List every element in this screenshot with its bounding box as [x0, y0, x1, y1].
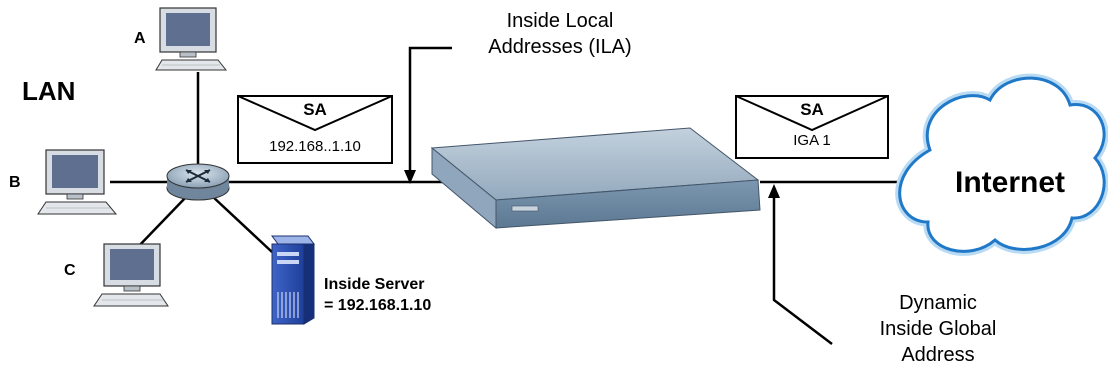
- host-b-label: B: [9, 174, 21, 191]
- left-packet-envelope: [237, 95, 393, 164]
- server-label-line1: Inside Server: [324, 276, 425, 293]
- left-packet-value: 192.168..1.10: [269, 138, 361, 155]
- server-label-line2: = 192.168.1.10: [324, 297, 432, 314]
- right-packet-envelope: [735, 95, 889, 159]
- left-packet-field: SA: [303, 100, 327, 119]
- router[interactable]: [166, 163, 230, 201]
- iga-callout-line1: Dynamic: [899, 292, 977, 314]
- host-a-label: A: [134, 30, 146, 47]
- gateway-device[interactable]: [430, 127, 761, 230]
- host-c-label: C: [64, 262, 76, 279]
- iga-callout-line3: Address: [901, 344, 975, 366]
- iga-callout-arrow: [772, 196, 833, 345]
- right-packet-value: IGA 1: [793, 132, 831, 149]
- server-tower-icon: [271, 243, 305, 325]
- network-links: [110, 72, 905, 253]
- ila-callout-line2: Addresses (ILA): [488, 36, 632, 58]
- ila-callout-arrow: [408, 46, 452, 172]
- ila-callout-line1: Inside Local: [506, 10, 614, 32]
- internet-cloud[interactable]: [895, 73, 1108, 256]
- iga-arrowhead: [768, 184, 780, 198]
- lan-label: LAN: [22, 76, 76, 106]
- computer-b[interactable]: [37, 149, 118, 215]
- computer-a[interactable]: [155, 7, 228, 71]
- iga-callout-line2: Inside Global: [879, 318, 997, 340]
- computer-c[interactable]: [93, 243, 169, 307]
- ila-arrowhead: [404, 170, 416, 184]
- internet-label: Internet: [954, 166, 1065, 199]
- right-packet-field: SA: [800, 100, 824, 119]
- link-host-c: [134, 194, 189, 251]
- inside-server[interactable]: [271, 235, 315, 325]
- link-server: [211, 195, 273, 253]
